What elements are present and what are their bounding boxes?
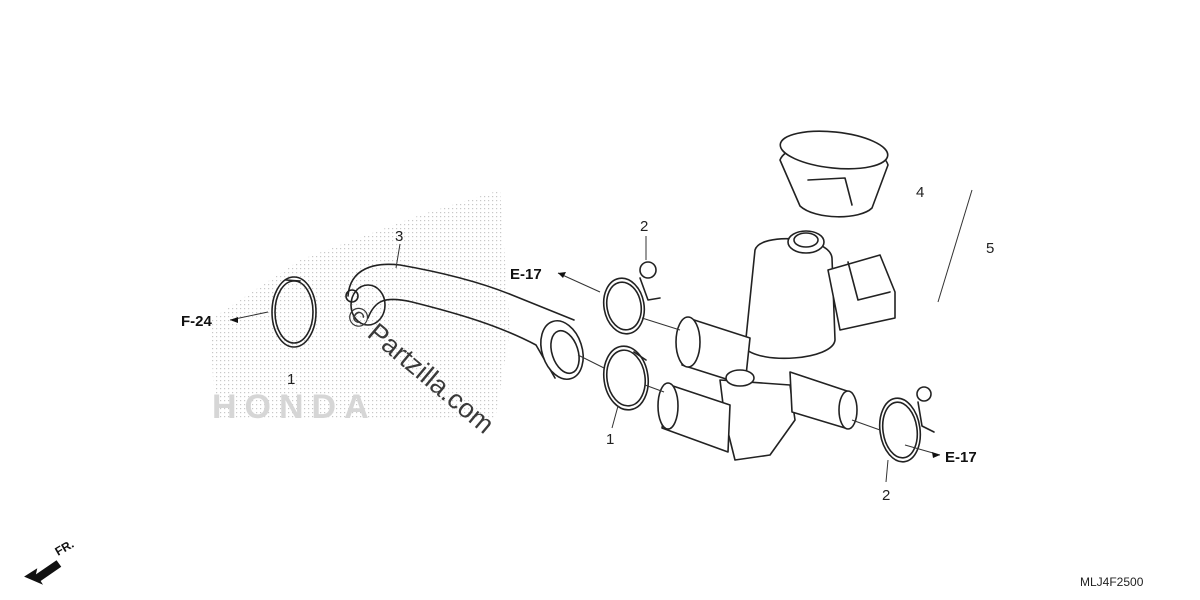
callout-4: 4 (916, 184, 924, 201)
reference-f24[interactable]: F-24 (181, 313, 213, 330)
air-injection-valve[interactable] (657, 230, 896, 461)
spring-clip-upper[interactable] (599, 261, 661, 337)
spring-clip-lower[interactable] (876, 386, 935, 464)
reference-e17-upper[interactable]: E-17 (510, 266, 542, 283)
reference-e17-lower[interactable]: E-17 (945, 449, 977, 466)
hose[interactable] (345, 263, 590, 384)
watermark-shading: HONDA (210, 190, 510, 426)
callout-1-middle: 1 (606, 431, 614, 448)
reference-e17-upper-arrow-icon (558, 272, 566, 278)
drawing-code: MLJ4F2500 (1080, 575, 1144, 589)
front-arrow-icon (24, 560, 62, 585)
callout-1-left: 1 (287, 371, 295, 388)
reference-f24-arrow-icon (230, 317, 238, 323)
leader-lines (229, 189, 973, 483)
callout-2-lower: 2 (882, 487, 890, 504)
callout-5: 5 (986, 240, 994, 257)
svg-text:HONDA: HONDA (212, 388, 377, 426)
callout-3: 3 (395, 228, 403, 245)
callout-2-upper: 2 (640, 218, 648, 235)
hose-clamp-middle[interactable] (600, 343, 652, 413)
front-direction-label: FR. (53, 537, 77, 559)
reference-e17-lower-arrow-icon (932, 452, 940, 458)
valve-cover[interactable] (778, 126, 889, 218)
center-lines (577, 317, 881, 431)
hose-clamp-left[interactable] (271, 276, 317, 348)
